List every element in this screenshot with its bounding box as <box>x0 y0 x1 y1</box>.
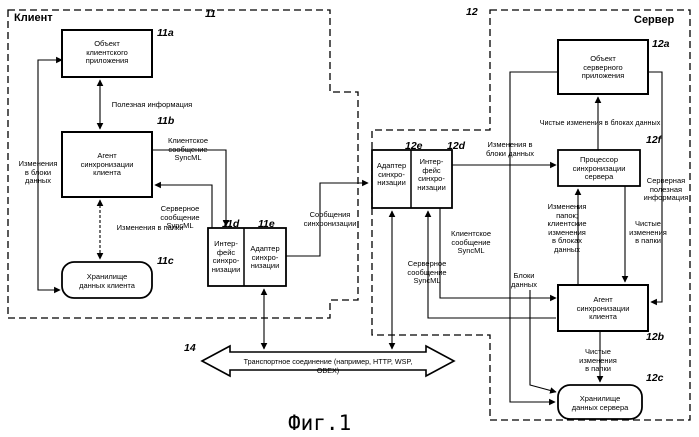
server-interface-label: Интер- фейс синхро- низации <box>411 158 452 192</box>
client-store-label: Хранилище данных клиента <box>62 273 152 290</box>
label-server-syncml-server: Серверное сообщение SyncML <box>398 260 456 286</box>
label-client-syncml: Клиентское сообщение SyncML <box>158 137 218 163</box>
server-ref: 12 <box>466 6 478 18</box>
server-agent-label: Агент синхронизации клиента <box>558 296 648 322</box>
server-app-label: Объект серверного приложения <box>558 55 648 81</box>
label-changes-data-blocks: Изменения в блоки данных <box>14 160 62 186</box>
label-server-syncml: Серверное сообщение SyncML <box>150 205 210 231</box>
server-adapter-ref: 12e <box>405 140 423 152</box>
client-app-label: Объект клиентского приложения <box>62 40 152 66</box>
label-changes-blocks-server: Изменения в блоки данных <box>470 141 550 158</box>
label-sync-messages: Сообщения синхронизации <box>298 211 362 228</box>
client-app-ref: 11a <box>157 27 174 39</box>
server-adapter-label: Адаптер синхро- низации <box>372 162 411 188</box>
server-store-label: Хранилище данных сервера <box>558 395 642 412</box>
client-agent-label: Агент синхронизации клиента <box>62 152 152 178</box>
server-interface-ref: 12d <box>447 140 465 152</box>
label-clean-folders-2: Чистые изменения в папки <box>568 348 628 374</box>
arrow-block-data <box>530 290 556 392</box>
client-adapter-ref: 11e <box>258 218 275 230</box>
server-title: Сервер <box>634 14 674 26</box>
label-data-blocks: Блоки данных <box>500 272 548 289</box>
client-adapter-label: Адаптер синхро- низации <box>244 245 286 271</box>
client-interface-ref: 11d <box>222 218 239 230</box>
client-store-ref: 11c <box>157 255 174 267</box>
server-app-ref: 12a <box>652 38 670 50</box>
transport-label: Транспортное соединение (например, HTTP,… <box>232 358 424 375</box>
figure-caption: Фиг.1 <box>288 411 351 435</box>
transport-ref: 14 <box>184 342 196 354</box>
client-ref: 11 <box>205 8 216 20</box>
server-agent-ref: 12b <box>646 331 664 343</box>
label-clean-folders: Чистые изменения в папки <box>628 220 668 246</box>
label-clean-changes-blocks: Чистые изменения в блоках данных <box>512 119 688 128</box>
server-processor-label: Процессор синхронизации сервера <box>558 156 640 182</box>
label-server-payload: Серверная полезная информация <box>637 177 695 203</box>
label-folder-client-changes: Изменения папок; клиентские изменения в … <box>540 203 594 254</box>
label-payload: Полезная информация <box>102 101 202 110</box>
server-store-ref: 12c <box>646 372 664 384</box>
client-agent-ref: 11b <box>157 115 174 127</box>
client-title: Клиент <box>14 12 53 24</box>
label-client-syncml-server: Клиентское сообщение SyncML <box>442 230 500 256</box>
client-interface-label: Интер- фейс синхро- низации <box>208 240 244 274</box>
server-processor-ref: 12f <box>646 134 661 146</box>
